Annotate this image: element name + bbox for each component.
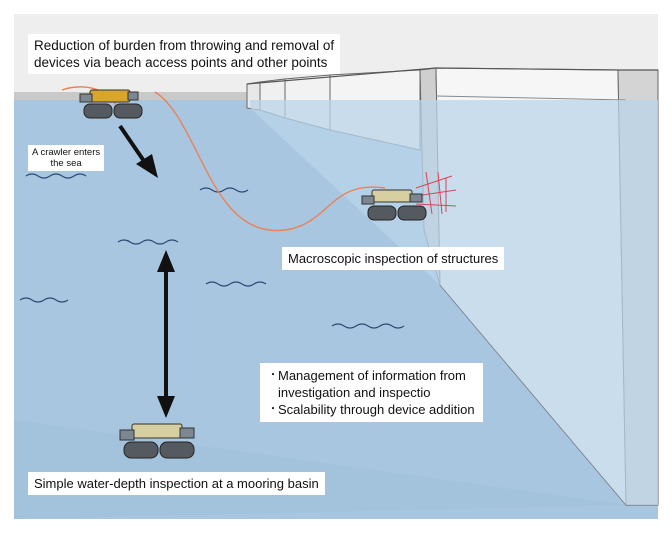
management-line3: Scalability through device addition — [278, 402, 475, 417]
bullet-glyph: ・ — [268, 404, 278, 415]
beach-access-line2: devices via beach access points and othe… — [34, 55, 328, 70]
crawler-enters-line2: the sea — [50, 158, 82, 169]
management-box: ・ Management of information from investi… — [260, 363, 483, 422]
waves — [19, 173, 405, 329]
crawler-robot-icon — [79, 89, 143, 119]
macroscopic-text: Macroscopic inspection of structures — [288, 251, 499, 266]
crawler-enters-label: A crawler enters the sea — [28, 145, 105, 171]
mooring-label: Simple water-depth inspection at a moori… — [28, 472, 325, 495]
crawler-robot-icon — [361, 189, 427, 221]
crawler-robot-icon — [119, 423, 195, 459]
down-arrow-icon — [118, 124, 158, 178]
beach-access-line1: Reduction of burden from throwing and re… — [34, 38, 335, 53]
macroscopic-label: Macroscopic inspection of structures — [282, 247, 505, 270]
beach-access-label: Reduction of burden from throwing and re… — [28, 34, 341, 74]
management-line1: Management of information from — [278, 368, 466, 383]
crawler-enters-line1: A crawler enters — [32, 147, 101, 158]
mooring-text: Simple water-depth inspection at a moori… — [34, 476, 319, 491]
management-bullet-1: ・ Management of information from investi… — [268, 367, 475, 401]
sonar-scan-icon — [415, 171, 457, 215]
bullet-glyph: ・ — [268, 370, 278, 381]
double-arrow-icon — [157, 250, 175, 418]
management-line2: investigation and inspectio — [278, 385, 431, 400]
cable-tether — [154, 91, 386, 232]
management-bullet-2: ・ Scalability through device addition — [268, 401, 475, 418]
submerged-wall — [250, 100, 658, 505]
